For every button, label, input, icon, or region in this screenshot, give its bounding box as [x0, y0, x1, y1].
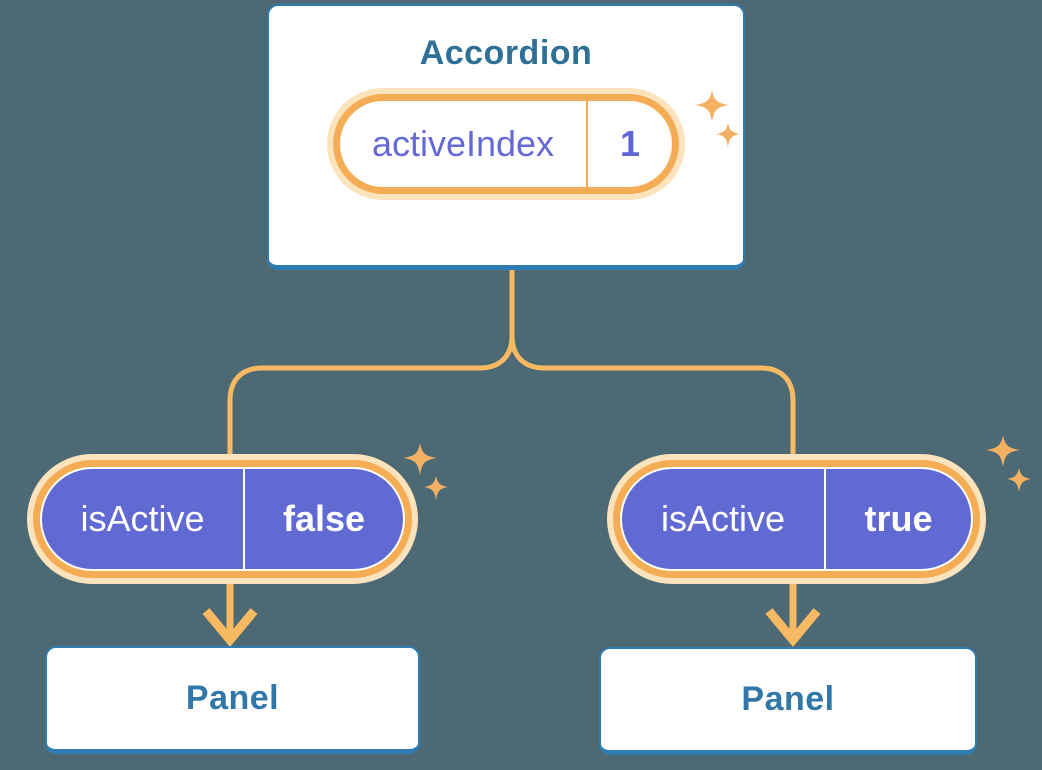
- prop-name: isActive: [660, 498, 786, 539]
- prop-pill-divider: [824, 469, 826, 569]
- sparkle-icon: [403, 443, 448, 500]
- prop-pill-divider: [243, 469, 245, 569]
- sparkle-icon: [986, 435, 1031, 492]
- arrow-down-icon: [765, 560, 821, 648]
- state-name: activeIndex: [371, 123, 555, 164]
- accordion-card: Accordion activeIndex 1: [267, 4, 745, 270]
- state-pill-divider: [586, 101, 589, 187]
- panel-title: Panel: [185, 679, 280, 717]
- connector-right-branch: [509, 270, 796, 470]
- panel-title: Panel: [741, 680, 835, 718]
- prop-value: true: [864, 498, 933, 539]
- panel-card: Panel: [599, 647, 977, 755]
- arrow-down-icon: [202, 560, 258, 648]
- connector-left-branch: [227, 270, 515, 470]
- prop-value: false: [282, 498, 366, 539]
- prop-pill-isactive-true: isActive true: [620, 467, 973, 571]
- prop-pill-isactive-false: isActive false: [40, 467, 405, 571]
- state-value: 1: [620, 123, 641, 164]
- prop-name: isActive: [80, 498, 205, 539]
- panel-card: Panel: [45, 646, 420, 754]
- accordion-title: Accordion: [419, 34, 593, 72]
- state-pill: activeIndex 1: [332, 94, 680, 194]
- sparkle-icon: [695, 90, 740, 147]
